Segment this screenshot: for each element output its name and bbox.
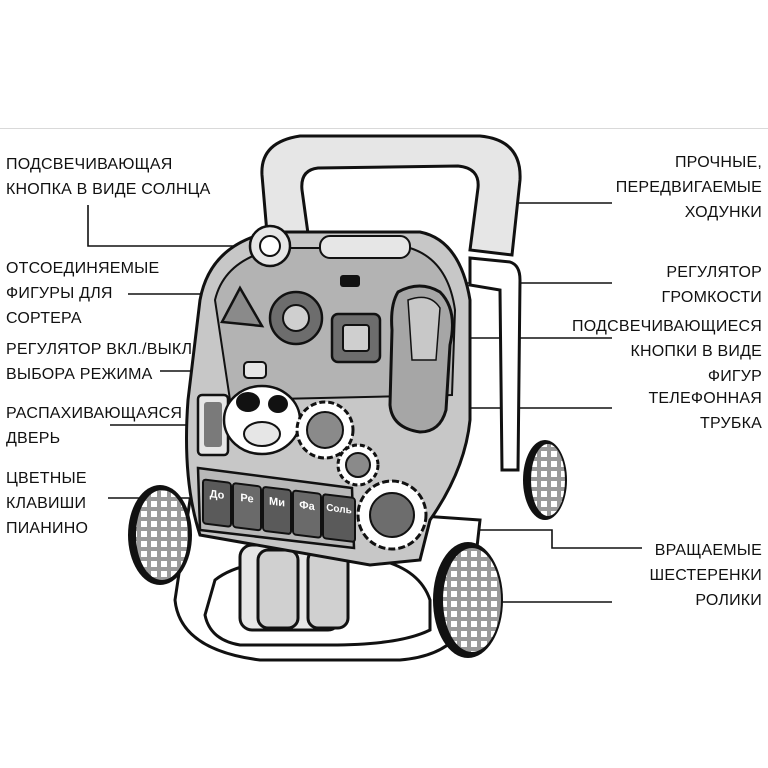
wheel-rear-right xyxy=(523,440,567,520)
sun-button[interactable] xyxy=(248,224,292,268)
top-vent xyxy=(319,235,411,259)
top-divider xyxy=(0,128,768,129)
piano-key[interactable]: Фа xyxy=(292,489,322,539)
rotating-gears[interactable] xyxy=(295,400,428,551)
wheel-front-left xyxy=(128,485,192,585)
side-rail xyxy=(468,256,522,472)
callout-rollers: РОЛИКИ xyxy=(695,592,762,609)
piano-key[interactable]: Соль xyxy=(322,492,356,544)
sorter-shapes[interactable] xyxy=(220,285,324,346)
piano-key[interactable]: Ре xyxy=(232,481,262,532)
mode-switch[interactable] xyxy=(243,361,267,379)
piano-key[interactable]: Ми xyxy=(262,485,292,536)
leader-sun-button xyxy=(87,205,248,247)
callout-mode-switch: РЕГУЛЯТОР ВКЛ./ВЫКЛ./ВЫБОРА РЕЖИМА xyxy=(6,341,202,383)
shape-button-square[interactable] xyxy=(330,312,382,364)
walker-handle[interactable] xyxy=(260,134,522,257)
volume-knob[interactable] xyxy=(340,275,360,287)
cow-figure xyxy=(222,384,302,456)
piano-key[interactable]: До xyxy=(202,478,232,528)
wheel-front-right xyxy=(433,542,503,658)
